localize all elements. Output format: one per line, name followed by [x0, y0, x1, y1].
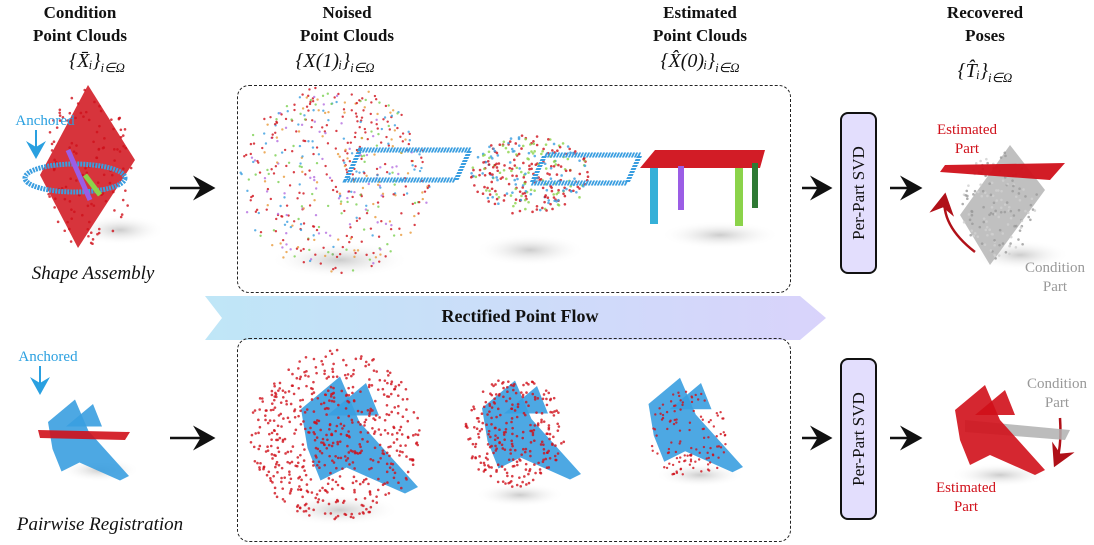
label-line: Condition: [1024, 260, 1086, 276]
recovered-pose-registration: [950, 385, 1070, 487]
math-condition: {X̄ᵢ}i∈Ω: [69, 50, 125, 76]
label-line: Condition: [1026, 376, 1088, 392]
math-estimated: {X̂(0)ᵢ}i∈Ω: [660, 50, 739, 76]
math-sub: i∈Ω: [100, 60, 125, 75]
noised-point-cloud-assembly: [239, 86, 474, 278]
math-noised: {X(1)ᵢ}i∈Ω: [295, 50, 374, 76]
math-symbol: {X̂(0)ᵢ}: [660, 50, 716, 72]
intermediate-point-cloud-registration: [464, 379, 581, 507]
label-line: Part: [954, 141, 980, 157]
condition-point-cloud-assembly: [22, 85, 165, 248]
svd-box-top: Per-Part SVD: [840, 112, 877, 274]
header-line: Point Clouds: [300, 26, 394, 45]
arrows: [26, 130, 1075, 468]
caption-shape-assembly: Shape Assembly: [31, 263, 155, 284]
math-symbol: {T̂ᵢ}: [957, 60, 988, 82]
flow-label: Rectified Point Flow: [441, 306, 599, 326]
label-line: Part: [1044, 395, 1070, 411]
header-line: Estimated: [663, 3, 737, 22]
noised-point-cloud-registration: [249, 348, 421, 526]
label-line: Part: [1042, 279, 1068, 295]
label-line: Estimated: [937, 122, 997, 138]
anchored-label-top: Anchored: [15, 113, 75, 129]
svd-box-bottom: Per-Part SVD: [840, 358, 877, 520]
header-line: Condition: [43, 3, 117, 22]
math-sub: i∈Ω: [715, 60, 740, 75]
label-line: Estimated: [936, 480, 996, 496]
svd-label: Per-Part SVD: [848, 146, 868, 240]
estimated-table-point-cloud: [640, 150, 780, 249]
math-recovered: {T̂ᵢ}i∈Ω: [958, 60, 1013, 86]
header-line: Recovered: [946, 3, 1024, 22]
header-line: Point Clouds: [33, 26, 127, 45]
math-symbol: {X(1)ᵢ}: [295, 50, 351, 72]
estimated-dragon-point-cloud: [648, 377, 745, 487]
noise-to-estimate-panel-top: [237, 85, 791, 293]
caption-pairwise-registration: Pairwise Registration: [16, 514, 184, 535]
math-sub: i∈Ω: [987, 70, 1013, 85]
math-symbol: {X̄ᵢ}: [69, 50, 101, 72]
noise-to-estimate-panel-bottom: [237, 338, 791, 542]
anchored-label-bottom: Anchored: [18, 349, 78, 365]
recovered-pose-assembly: [940, 145, 1070, 270]
svd-label: Per-Part SVD: [848, 392, 868, 486]
label-line: Part: [953, 499, 979, 515]
intermediate-point-cloud-assembly: [469, 134, 644, 266]
condition-point-cloud-registration: [38, 399, 140, 482]
header-line: Point Clouds: [653, 26, 747, 45]
header-line: Poses: [965, 26, 1005, 45]
math-sub: i∈Ω: [350, 60, 375, 75]
flow-band: [205, 296, 826, 340]
header-line: Noised: [322, 3, 372, 22]
